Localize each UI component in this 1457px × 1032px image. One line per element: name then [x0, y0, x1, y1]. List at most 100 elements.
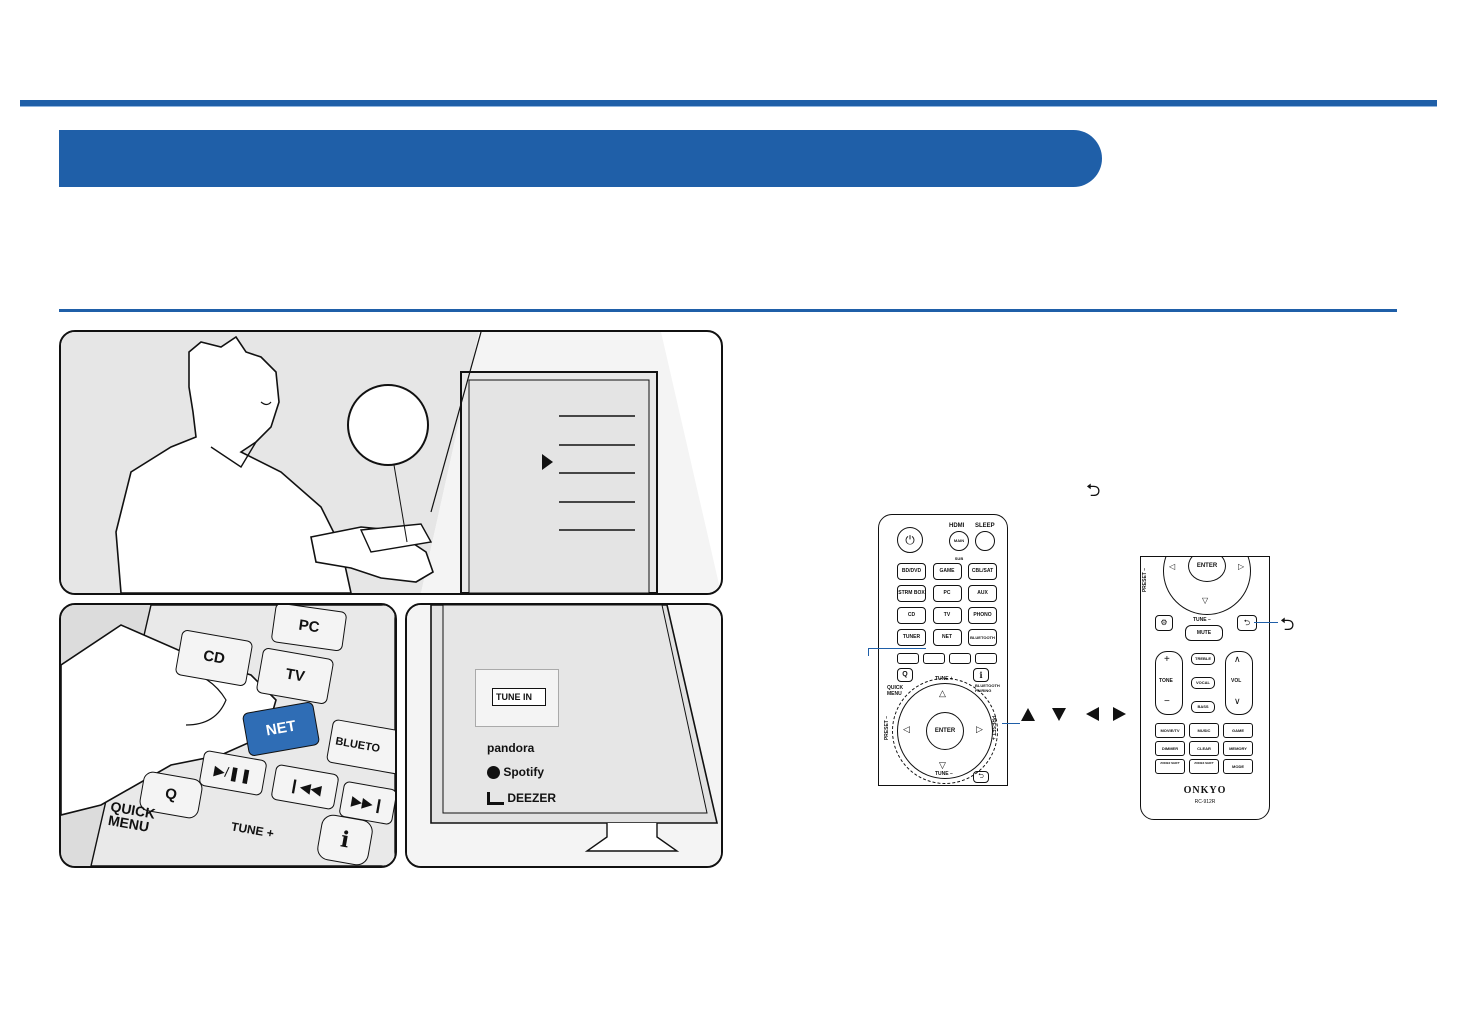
section-divider: [59, 309, 1397, 312]
left-arrow-icon: [1086, 707, 1099, 721]
net-button-small[interactable]: NET: [932, 629, 962, 646]
pandora-logo[interactable]: pandora: [487, 741, 535, 755]
mode-button[interactable]: MODE: [1223, 759, 1253, 774]
treble-button[interactable]: TREBLE: [1191, 653, 1215, 665]
hdmi-label: HDMI: [949, 523, 965, 529]
strm-box-button[interactable]: STRM BOX: [897, 585, 926, 602]
bd-dvd-button[interactable]: BD/DVD: [897, 563, 926, 580]
preset-plus-label: PRESET +: [990, 715, 997, 741]
spotify-logo[interactable]: Spotify: [487, 765, 545, 780]
q-button-small[interactable]: Q: [897, 668, 913, 682]
tone-control[interactable]: + TONE −: [1155, 651, 1183, 715]
return-icon: ⮌: [1086, 480, 1101, 501]
spotify-label: Spotify: [503, 765, 545, 779]
return-button-small[interactable]: ⮌: [973, 771, 989, 783]
bass-button[interactable]: BASS: [1191, 701, 1215, 713]
illustration-press-net: PC CD TV NET BLUETO Q ▶/❚❚ ❙◀◀ ▶▶❙ QUICK…: [59, 603, 397, 868]
down-arrow-icon: [1052, 708, 1066, 721]
settings-button[interactable]: ⚙: [1155, 615, 1173, 631]
vocal-button[interactable]: VOCAL: [1191, 677, 1215, 689]
header-rule: [20, 100, 1437, 106]
next-button-small[interactable]: [975, 653, 997, 664]
info-button-small[interactable]: i: [973, 668, 989, 682]
play-pause-button-small[interactable]: [923, 653, 945, 664]
preset-minus-label: PRESET −: [884, 715, 891, 741]
cursor-triangle-icon: [542, 454, 553, 470]
game-mode-button[interactable]: GAME: [1223, 723, 1253, 738]
tv-button-small[interactable]: TV: [932, 607, 962, 624]
right-arrow-icon: [1113, 707, 1126, 721]
tuner-button[interactable]: TUNER: [897, 629, 926, 646]
return-button[interactable]: ⮌: [1237, 615, 1257, 631]
up-arrow-icon: [1021, 708, 1035, 721]
transport-row: [897, 653, 997, 664]
power-button[interactable]: ⏻: [897, 527, 923, 553]
music-button[interactable]: MUSIC: [1189, 723, 1219, 738]
dimmer-button[interactable]: DIMMER: [1155, 741, 1185, 756]
return-callout-icon: ⮌: [1280, 614, 1295, 635]
clear-button[interactable]: CLEAR: [1189, 741, 1219, 756]
remote-control-left: ⏻ HDMI SLEEP MAIN SUB BD/DVD GAME CBL/SA…: [878, 514, 1008, 786]
remote-control-right: ENTER ▽ ◁ ▷ PRESET − ⚙ TUNE − MUTE ⮌ + T…: [1140, 556, 1270, 820]
pc-button-small[interactable]: PC: [932, 585, 962, 602]
prev-button-small[interactable]: [949, 653, 971, 664]
bluetooth-button-small[interactable]: BLUETOOTH: [968, 629, 997, 646]
dpad-down-arrow-icon-right[interactable]: ▽: [1202, 596, 1209, 605]
mode-row-2: DIMMER CLEAR MEMORY: [1155, 741, 1253, 756]
mode-row-1: MOVIE/TV MUSIC GAME: [1155, 723, 1253, 738]
bt-pairing-label: BLUETOOTH PAIRING: [975, 683, 1000, 693]
vol-label: VOL: [1231, 678, 1242, 684]
volume-up-icon: ∧: [1234, 654, 1241, 664]
section-title-bar: [59, 130, 1102, 187]
memory-button[interactable]: MEMORY: [1223, 741, 1253, 756]
volume-control[interactable]: ∧ VOL ∨: [1225, 651, 1253, 715]
quick-menu-label-small: QUICK MENU: [887, 685, 904, 697]
input-row-4: TUNER NET BLUETOOTH: [897, 629, 997, 646]
mode-row-3: ZONE2 SHIFT ZONE3 SHIFT MODE: [1155, 759, 1253, 774]
zone3-shift-button[interactable]: ZONE3 SHIFT: [1189, 759, 1219, 774]
enter-button-small[interactable]: ENTER: [926, 712, 964, 750]
illustration-tv-services: TUNE IN pandora Spotify DEEZER: [405, 603, 723, 868]
aux-button[interactable]: AUX: [968, 585, 997, 602]
dpad[interactable]: △ ▽ ◁ ▷ ENTER: [892, 678, 998, 784]
input-row-3: CD TV PHONO: [897, 607, 997, 624]
tone-label: TONE: [1159, 678, 1173, 684]
illustration-man-with-remote: [59, 330, 723, 595]
header-rule-light: [20, 106, 1437, 107]
dpad-left-arrow-icon-right[interactable]: ◁: [1169, 562, 1176, 571]
dpad-up-arrow-icon[interactable]: △: [939, 688, 946, 698]
dpad-outline: [892, 678, 998, 784]
cbl-sat-button[interactable]: CBL/SAT: [968, 563, 997, 580]
dpad-right-remote[interactable]: ENTER ▽ ◁ ▷: [1163, 557, 1251, 615]
dpad-down-arrow-icon[interactable]: ▽: [939, 760, 946, 770]
dpad-right-arrow-icon-right[interactable]: ▷: [1238, 562, 1245, 571]
input-row-1: BD/DVD GAME CBL/SAT: [897, 563, 997, 580]
deezer-logo[interactable]: DEEZER: [487, 791, 557, 806]
volume-down-icon: ∨: [1234, 696, 1241, 706]
game-button[interactable]: GAME: [932, 563, 962, 580]
tune-minus-label-right: TUNE −: [1193, 617, 1211, 623]
dpad-right-arrow-icon[interactable]: ▷: [976, 724, 983, 734]
dpad-left-arrow-icon[interactable]: ◁: [903, 724, 910, 734]
tune-minus-label-small: TUNE −: [935, 771, 953, 777]
input-row-2: STRM BOX PC AUX: [897, 585, 997, 602]
preset-minus-label-right: PRESET −: [1142, 567, 1149, 593]
spotify-icon: [487, 766, 500, 780]
main-sub-button[interactable]: MAIN SUB: [949, 531, 969, 561]
minus-icon: −: [1164, 696, 1170, 707]
zone2-shift-button[interactable]: ZONE2 SHIFT: [1155, 759, 1185, 774]
movie-tv-button[interactable]: MOVIE/TV: [1155, 723, 1185, 738]
stop-button[interactable]: [897, 653, 919, 664]
deezer-bars-icon: [487, 792, 504, 806]
cd-button-small[interactable]: CD: [897, 607, 926, 624]
deezer-label: DEEZER: [507, 791, 557, 805]
enter-button[interactable]: ENTER: [1188, 557, 1226, 582]
model-label: RC-912R: [1194, 799, 1216, 805]
sleep-label: SLEEP: [975, 523, 995, 529]
mute-button[interactable]: MUTE: [1185, 625, 1223, 641]
net-callout-line: [868, 648, 926, 649]
sleep-button[interactable]: [975, 531, 995, 551]
info-button[interactable]: i: [315, 812, 375, 866]
phono-button[interactable]: PHONO: [968, 607, 997, 624]
tunein-tile[interactable]: TUNE IN: [475, 669, 559, 727]
